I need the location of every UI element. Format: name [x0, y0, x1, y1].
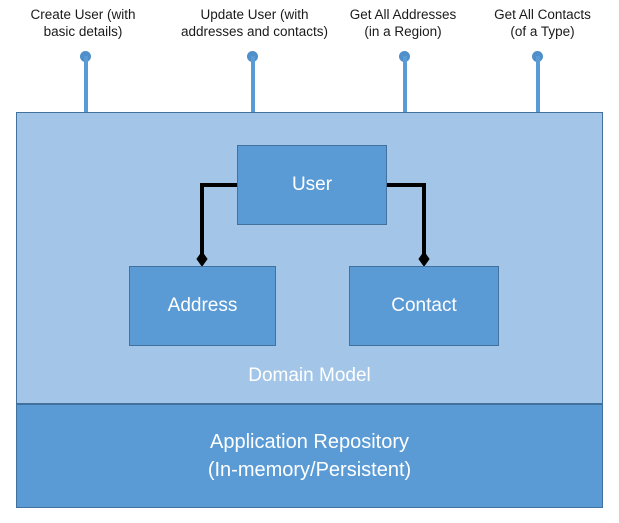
entity-box-user[interactable]: User [237, 145, 387, 225]
application-repository-subtitle: (In-memory/Persistent) [207, 459, 412, 481]
connector-user-address [200, 183, 237, 259]
callout-label-get-all-addresses: Get All Addresses (in a Region) [349, 7, 457, 39]
entity-label-contact: Contact [391, 295, 457, 316]
composition-diamond-contact [418, 251, 430, 267]
callout-pin-stem-get-all-contacts [535, 56, 540, 113]
callout-label-create-user: Create User (with basic details) [30, 7, 136, 39]
architecture-outer-panel: User Address Contact Domain Model Applic… [16, 112, 603, 508]
callout-pin-stem-create-user [83, 56, 88, 113]
composition-diamond-address [196, 251, 208, 267]
application-repository-title: Application Repository [210, 431, 409, 453]
domain-model-label: Domain Model [248, 365, 371, 386]
entity-label-user: User [291, 174, 333, 195]
callout-label-update-user: Update User (with addresses and contacts… [180, 7, 329, 39]
entity-box-address[interactable]: Address [129, 266, 276, 346]
connector-user-contact [387, 183, 426, 259]
callout-label-get-all-contacts: Get All Contacts (of a Type) [494, 7, 591, 39]
entity-label-address: Address [167, 295, 238, 316]
entity-box-contact[interactable]: Contact [349, 266, 499, 346]
application-repository-region: Application Repository (In-memory/Persis… [17, 403, 602, 507]
callout-pin-stem-update-user [250, 56, 255, 113]
domain-model-region: User Address Contact Domain Model [17, 113, 602, 403]
callout-pin-stem-get-all-addresses [402, 56, 407, 113]
